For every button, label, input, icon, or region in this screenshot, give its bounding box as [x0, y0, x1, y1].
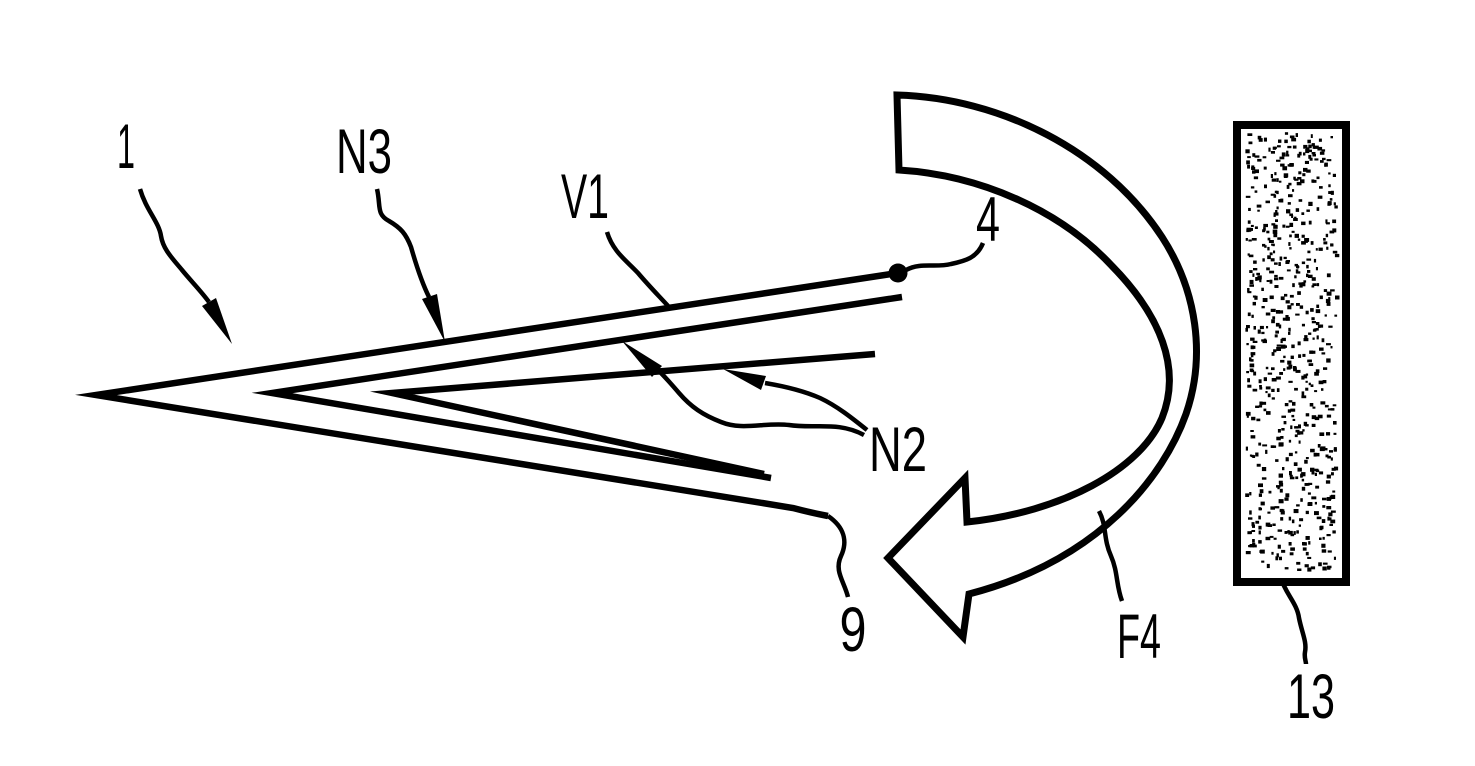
leader-f4: [1096, 509, 1125, 602]
leader-9: [826, 514, 851, 598]
leader-4: [904, 242, 986, 273]
arrowhead-1-icon: [202, 298, 232, 344]
tissue-block: [1233, 121, 1350, 586]
strip-fold-middle: [251, 293, 903, 482]
leader-1: [137, 188, 211, 304]
arrowhead-n3-icon: [422, 294, 445, 342]
label-4: 4: [976, 185, 1000, 255]
label-v1: V1: [561, 162, 609, 232]
arrowhead-n2-short-icon: [723, 369, 766, 390]
leader-13: [1278, 577, 1309, 665]
leader-v1: [604, 231, 671, 309]
strip-end-dot: [888, 263, 908, 283]
arrowhead-n2-long-icon: [622, 341, 662, 377]
label-n3: N3: [336, 117, 392, 187]
strip-fold-outer: [75, 269, 899, 520]
reference-leaders: [137, 188, 1309, 665]
label-f4: F4: [1117, 602, 1161, 672]
label-n2: N2: [869, 415, 927, 485]
label-9: 9: [840, 595, 867, 665]
strip-fold-inner: [369, 350, 876, 478]
tissue-stipple: [1245, 132, 1340, 572]
figure-labels: 1 N3 V1 4 N2 9 F4 13: [117, 112, 1335, 732]
folded-strip: [75, 263, 908, 520]
leader-n2-short: [764, 380, 869, 432]
rotation-arrow-f4: [883, 91, 1200, 645]
label-1: 1: [117, 112, 135, 182]
leader-n3: [374, 188, 432, 299]
leader-n2-long: [657, 369, 866, 438]
label-13: 13: [1287, 662, 1335, 732]
